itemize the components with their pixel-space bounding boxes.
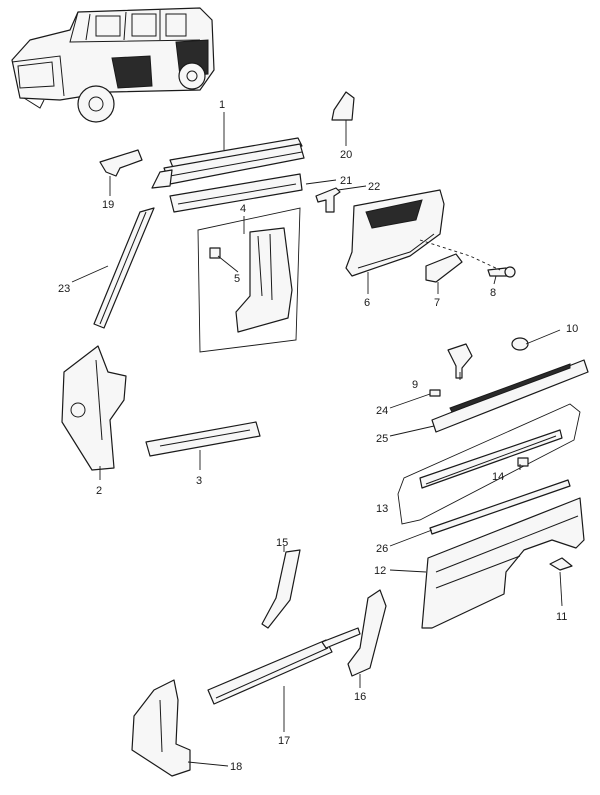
callout-3: 3 — [196, 475, 202, 487]
callout-1: 1 — [219, 99, 225, 111]
part-6-rear-panel — [345, 189, 445, 277]
callout-24: 24 — [376, 405, 388, 417]
callout-23: 23 — [58, 283, 70, 295]
callout-10: 10 — [566, 323, 578, 335]
part-3-cross-member — [145, 421, 261, 457]
part-2-front-pillar — [61, 345, 127, 471]
part-25-rocker-strip — [431, 359, 589, 433]
callout-8: 8 — [490, 287, 496, 299]
callout-7: 7 — [434, 297, 440, 309]
part-16-pillar-base — [347, 589, 387, 677]
callout-5: 5 — [234, 273, 240, 285]
leader-lines — [71, 112, 563, 767]
callout-15: 15 — [276, 537, 288, 549]
part-22-clip — [315, 187, 341, 213]
callout-11: 11 — [556, 611, 567, 623]
part-12-fender-panel — [421, 497, 585, 629]
part-24-clip — [429, 389, 441, 397]
callout-12: 12 — [374, 565, 386, 577]
part-15-pillar — [261, 549, 301, 629]
callout-26: 26 — [376, 543, 388, 555]
part-8-screw — [487, 266, 516, 278]
part-23-pillar-strip — [93, 207, 155, 329]
part-10-plug — [511, 337, 529, 351]
callout-19: 19 — [102, 199, 114, 211]
part-11-bracket — [549, 557, 573, 571]
callout-25: 25 — [376, 433, 388, 445]
callout-2: 2 — [96, 485, 102, 497]
part-13-group-frame — [397, 403, 581, 525]
callout-16: 16 — [354, 691, 366, 703]
part-9-grommet — [447, 343, 473, 379]
callout-4: 4 — [240, 203, 246, 215]
callout-6: 6 — [364, 297, 370, 309]
callout-14: 14 — [492, 471, 504, 483]
part-18-front-footwell — [131, 679, 191, 777]
part-1-roof-rail — [151, 137, 305, 189]
part-19-bracket — [99, 149, 143, 177]
callout-21: 21 — [340, 175, 352, 187]
callout-17: 17 — [278, 735, 290, 747]
part-17-sill — [207, 627, 361, 705]
part-7-plate — [425, 253, 463, 283]
callout-20: 20 — [340, 149, 352, 161]
callout-9: 9 — [412, 379, 418, 391]
part-20-corner-bracket — [331, 91, 355, 121]
callout-18: 18 — [230, 761, 242, 773]
vehicle-outline-icon — [11, 7, 215, 123]
callout-labels: 1 2 3 4 5 6 7 8 9 10 11 12 13 14 15 16 1… — [58, 99, 578, 773]
part-21-rail-strip — [169, 173, 303, 213]
part-4-group-frame — [197, 207, 301, 353]
callout-13: 13 — [376, 503, 388, 515]
part-26-strip — [429, 479, 571, 535]
callout-22: 22 — [368, 181, 380, 193]
